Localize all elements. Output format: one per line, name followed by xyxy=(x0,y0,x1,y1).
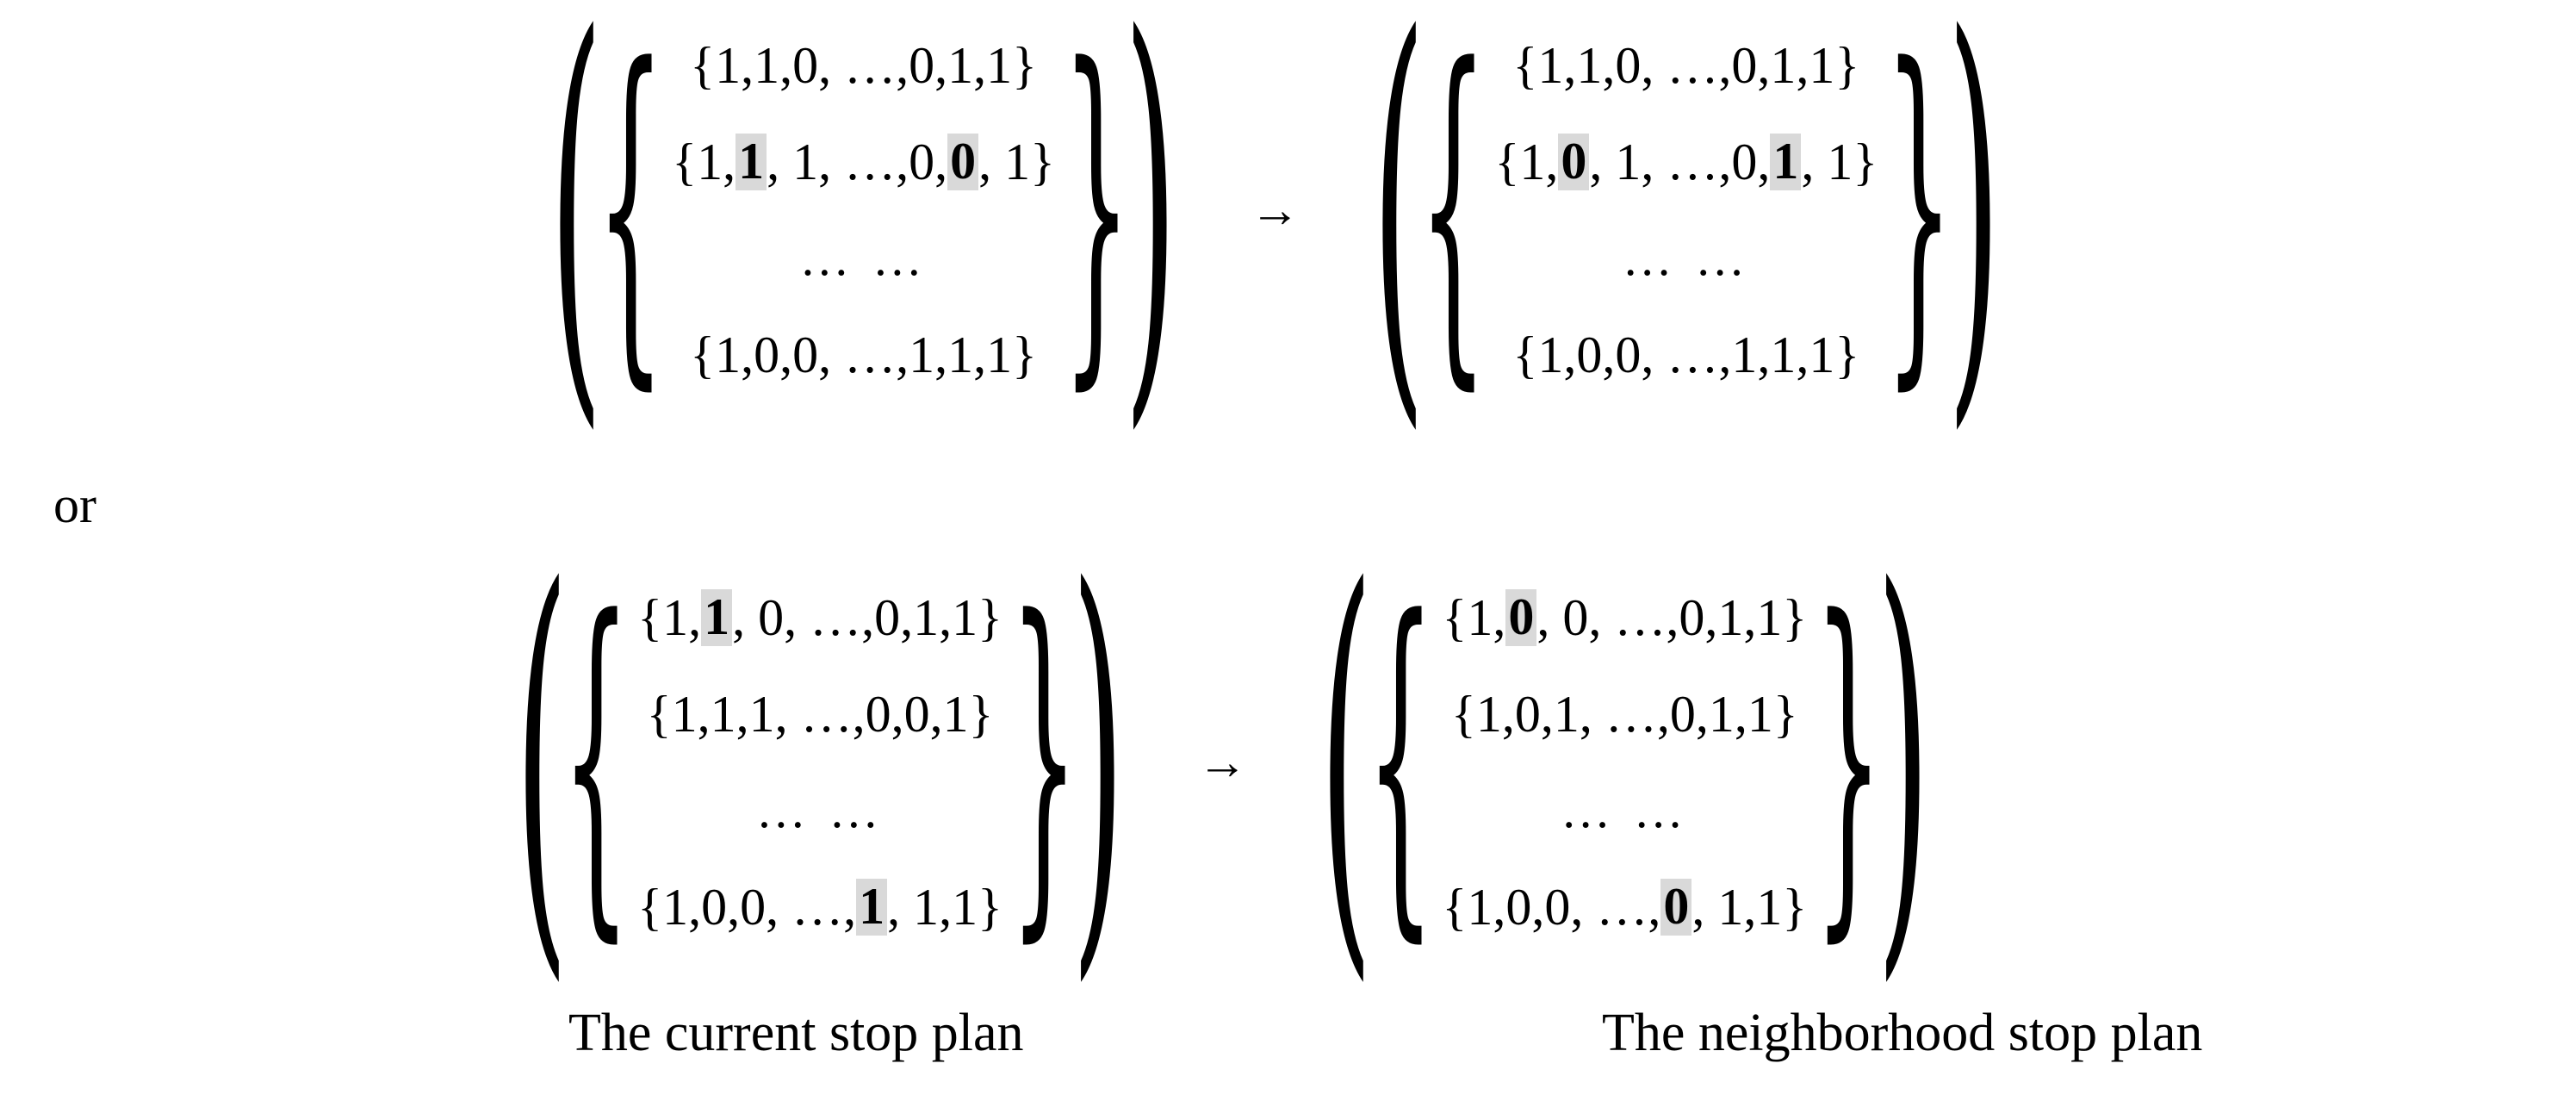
matrix-rows: {1,1,0, …,0,1,1} {1, 1, 1, …,0, 0, 1} … … {… xyxy=(663,12,1064,408)
bit-sequence-text: {1, xyxy=(1442,589,1506,646)
or-connector-label: or xyxy=(53,476,96,533)
right-parenthesis: ) xyxy=(1876,501,1930,1021)
bit-sequence-text: {1,1,1, …,0,0,1} xyxy=(646,686,994,743)
matrix-bottom-left: ( { {1, 1, 0, …,0,1,1}{1,1,1, …,0,0,1}… … xyxy=(514,501,1126,1021)
left-parenthesis: ( xyxy=(1319,501,1374,1021)
matrix-top-left: ( { {1,1,0, …,0,1,1} {1, 1, 1, …,0, 0, 1}… xyxy=(549,0,1178,469)
highlighted-bit: 1 xyxy=(736,134,767,190)
right-brace: } xyxy=(1884,0,1954,421)
highlighted-bit: 0 xyxy=(1660,879,1692,936)
highlighted-bit: 0 xyxy=(1505,589,1537,646)
highlighted-bit: 0 xyxy=(1558,134,1590,190)
caption-current-stop-plan: The current stop plan xyxy=(568,1004,1024,1062)
right-brace: } xyxy=(1009,548,1079,973)
matrix-row: {1, 0, 0, …,0,1,1} xyxy=(1442,569,1808,666)
right-brace: } xyxy=(1814,548,1884,973)
right-brace: } xyxy=(1062,0,1132,421)
bit-sequence-text: {1, xyxy=(637,589,702,646)
matrix-row: {1,1,0, …,0,1,1} xyxy=(1495,17,1878,114)
matrix-rows: {1,1,0, …,0,1,1} {1, 0, 1, …,0, 1, 1} … … {… xyxy=(1487,12,1887,408)
right-parenthesis: ) xyxy=(1946,0,2001,469)
left-parenthesis: ( xyxy=(514,501,569,1021)
bit-sequence-text: , 1} xyxy=(1801,134,1878,190)
matrix-row: {1,0,0, …,1,1,1} xyxy=(1495,307,1878,403)
bit-sequence-text: , 1, …,0, xyxy=(767,134,948,190)
bit-sequence-text: {1, xyxy=(1494,134,1559,190)
bit-sequence-text: {1,0,0, …, xyxy=(637,879,857,936)
bit-sequence-text: {1,0,0, …, xyxy=(1442,879,1661,936)
matrix-row-ellipsis: … … xyxy=(672,210,1055,307)
highlighted-bit: 1 xyxy=(701,589,733,646)
right-parenthesis: ) xyxy=(1124,0,1178,469)
highlighted-bit: 0 xyxy=(947,134,979,190)
bit-sequence-text: {1,1,0, …,0,1,1} xyxy=(1512,37,1860,94)
matrix-row: {1,0,0, …,1,1,1} xyxy=(672,307,1055,403)
bit-sequence-text: , 1} xyxy=(978,134,1055,190)
transform-arrow-icon: → xyxy=(1197,734,1248,790)
matrix-row: {1, 1, 1, …,0, 0, 1} xyxy=(672,114,1055,210)
matrix-top-right: ( { {1,1,0, …,0,1,1} {1, 0, 1, …,0, 1, 1}… xyxy=(1371,0,2001,469)
bit-sequence-text: , 1, …,0, xyxy=(1589,134,1771,190)
top-transformation-block: ( { {1,1,0, …,0,1,1}{1, 1, 1, …,0, 0, 1}… xyxy=(549,0,2001,469)
matrix-row: {1,0,0, …, 1, 1,1} xyxy=(637,859,1002,955)
left-brace: { xyxy=(1366,548,1436,973)
matrix-rows: {1, 0, 0, …,0,1,1}{1,0,1, …,0,1,1}… …{1,… xyxy=(1434,564,1816,961)
bit-sequence-text: {1,0,0, …,1,1,1} xyxy=(690,327,1037,383)
matrix-bottom-right: ( { {1, 0, 0, …,0,1,1}{1,0,1, …,0,1,1}… … xyxy=(1319,501,1930,1021)
bit-sequence-text: … … xyxy=(799,230,928,286)
matrix-row-ellipsis: … … xyxy=(637,762,1002,859)
bit-sequence-text: , 1,1} xyxy=(1691,879,1808,936)
left-brace: { xyxy=(1418,0,1488,421)
bit-sequence-text: {1, xyxy=(672,134,736,190)
matrix-row-ellipsis: … … xyxy=(1495,210,1878,307)
transform-arrow-icon: → xyxy=(1250,182,1300,238)
bit-sequence-text: … … xyxy=(755,782,885,838)
matrix-row: {1, 0, 1, …,0, 1, 1} xyxy=(1495,114,1878,210)
left-brace: { xyxy=(596,0,666,421)
bit-sequence-text: … … xyxy=(1622,230,1751,286)
bit-sequence-text: , 0, …,0,1,1} xyxy=(1536,589,1808,646)
left-parenthesis: ( xyxy=(1371,0,1426,469)
left-parenthesis: ( xyxy=(549,0,604,469)
highlighted-bit: 1 xyxy=(856,879,888,936)
bit-sequence-text: {1,0,0, …,1,1,1} xyxy=(1512,327,1860,383)
bottom-transformation-block: ( { {1, 1, 0, …,0,1,1}{1,1,1, …,0,0,1}… … xyxy=(514,501,1930,1021)
matrix-row: {1,1,0, …,0,1,1} xyxy=(672,17,1055,114)
bit-sequence-text: , 0, …,0,1,1} xyxy=(732,589,1002,646)
matrix-row: {1,1,1, …,0,0,1} xyxy=(637,666,1002,762)
highlighted-bit: 1 xyxy=(1770,134,1802,190)
bit-sequence-text: … … xyxy=(1561,782,1689,838)
bit-sequence-text: , 1,1} xyxy=(887,879,1002,936)
caption-neighborhood-stop-plan: The neighborhood stop plan xyxy=(1602,1004,2203,1062)
matrix-row: {1, 1, 0, …,0,1,1} xyxy=(637,569,1002,666)
right-parenthesis: ) xyxy=(1071,501,1126,1021)
matrix-rows: {1, 1, 0, …,0,1,1}{1,1,1, …,0,0,1}… …{1,… xyxy=(629,564,1011,961)
matrix-row: {1,0,1, …,0,1,1} xyxy=(1443,666,1808,762)
matrix-row-ellipsis: … … xyxy=(1443,762,1808,859)
left-brace: { xyxy=(562,548,631,973)
bit-sequence-text: {1,0,1, …,0,1,1} xyxy=(1451,686,1798,743)
bit-sequence-text: {1,1,0, …,0,1,1} xyxy=(690,37,1037,94)
matrix-row: {1,0,0, …, 0, 1,1} xyxy=(1442,859,1808,955)
